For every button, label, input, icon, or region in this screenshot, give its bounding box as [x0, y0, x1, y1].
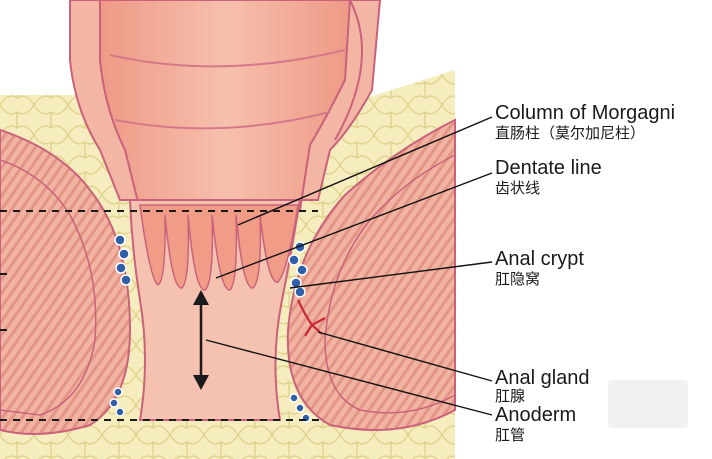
label-anal-gland-zh: 肛腺 — [495, 388, 526, 405]
label-anoderm: Anoderm 肛管 — [495, 405, 576, 443]
anoderm-length-arrow — [193, 290, 209, 390]
label-dentate-line-en: Dentate line — [495, 157, 602, 179]
left-anal-crypts — [109, 234, 132, 417]
label-anal-crypt-zh: 肛隐窝 — [495, 271, 541, 288]
leader-lines — [205, 116, 493, 416]
right-sphincter — [286, 118, 456, 431]
anal-gland-duct — [297, 299, 326, 337]
left-sphincter — [0, 128, 132, 435]
dashed-reference-lines — [0, 210, 320, 421]
label-column-of-morgagni: Column of Morgagni 直肠柱（莫尔加尼柱） — [495, 103, 675, 141]
label-anal-crypt: Anal crypt 肛隐窝 — [495, 249, 584, 287]
label-anal-crypt-en: Anal crypt — [495, 248, 584, 270]
label-column-of-morgagni-en: Column of Morgagni — [495, 102, 676, 124]
right-anal-crypts — [288, 241, 311, 423]
label-dentate-line-zh: 齿状线 — [495, 180, 541, 197]
label-anal-gland: Anal gland 肛腺 — [495, 368, 590, 404]
label-anoderm-en: Anoderm — [495, 404, 577, 426]
watermark-mark — [608, 380, 688, 428]
label-anal-gland-en: Anal gland — [495, 367, 590, 389]
label-column-of-morgagni-zh: 直肠柱（莫尔加尼柱） — [495, 125, 646, 142]
label-anoderm-zh: 肛管 — [495, 427, 526, 444]
label-dentate-line: Dentate line 齿状线 — [495, 158, 602, 196]
